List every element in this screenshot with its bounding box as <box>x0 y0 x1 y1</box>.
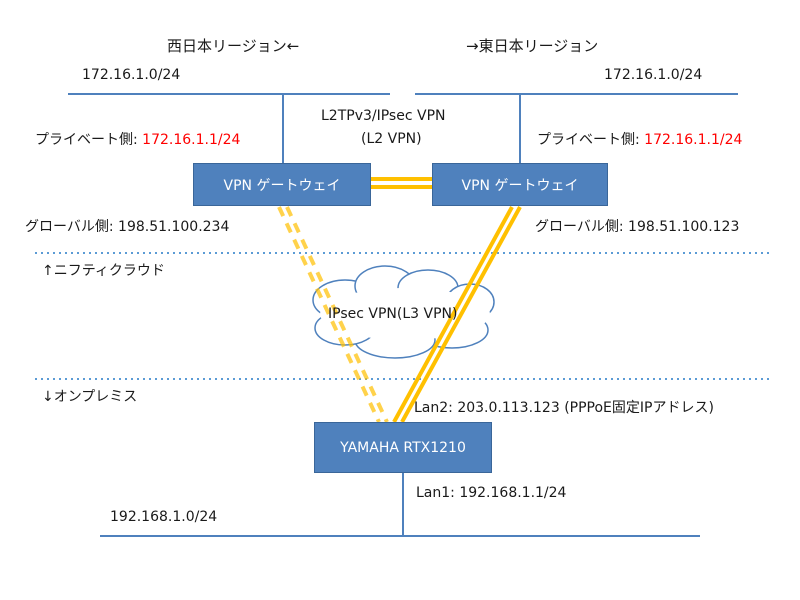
east-region-title: →東日本リージョン <box>466 37 599 55</box>
east-subnet-label: 172.16.1.0/24 <box>604 67 703 83</box>
l2-vpn-tunnel <box>371 177 432 189</box>
yamaha-router[interactable]: YAMAHA RTX1210 <box>314 422 492 473</box>
onprem-subnet-label: 192.168.1.0/24 <box>110 509 218 525</box>
l3-vpn-label: IPsec VPN(L3 VPN) <box>328 306 458 322</box>
l2-vpn-label: L2TPv3/IPsec VPN <box>321 108 446 124</box>
east-global-label: グローバル側: 198.51.100.123 <box>535 219 740 235</box>
west-vpn-gateway[interactable]: VPN ゲートウェイ <box>193 163 371 206</box>
west-subnet-label: 172.16.1.0/24 <box>82 67 181 83</box>
west-private-label: プライベート側: 172.16.1.1/24 <box>35 132 241 148</box>
west-private-ip: 172.16.1.1/24 <box>142 132 241 148</box>
onprem-zone-label: ↓オンプレミス <box>42 389 138 405</box>
east-global-ip: 198.51.100.123 <box>628 219 740 235</box>
east-private-ip: 172.16.1.1/24 <box>644 132 743 148</box>
router-lan2-label: Lan2: 203.0.113.123 (PPPoE固定IPアドレス) <box>414 400 714 416</box>
west-l3-tunnel <box>277 206 389 423</box>
west-global-ip: 198.51.100.234 <box>118 219 230 235</box>
l2-vpn-sublabel: (L2 VPN) <box>361 131 422 147</box>
west-global-label: グローバル側: 198.51.100.234 <box>25 219 230 235</box>
router-lan1-label: Lan1: 192.168.1.1/24 <box>416 485 567 501</box>
east-private-label: プライベート側: 172.16.1.1/24 <box>537 132 743 148</box>
west-region-title: 西日本リージョン← <box>167 37 300 55</box>
cloud-zone-label: ↑ニフティクラウド <box>42 263 165 279</box>
east-vpn-gateway[interactable]: VPN ゲートウェイ <box>432 163 608 206</box>
east-l3-tunnel <box>392 206 522 423</box>
